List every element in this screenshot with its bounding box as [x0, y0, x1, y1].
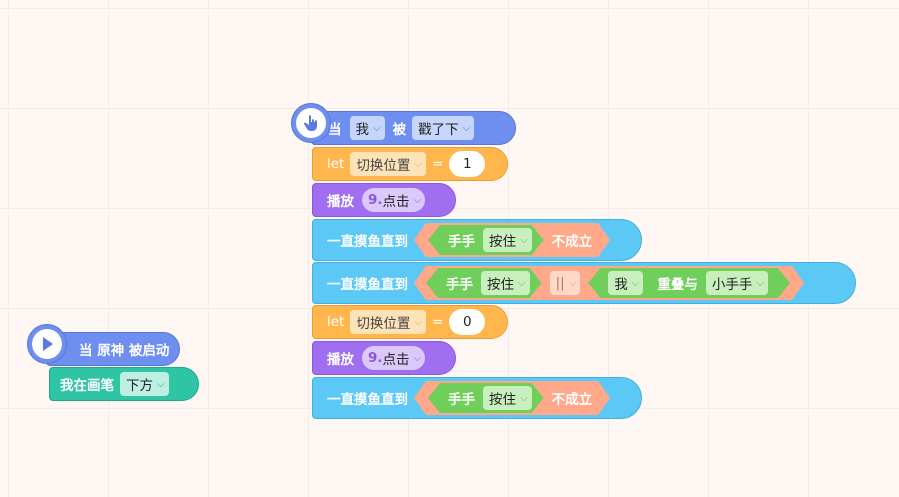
let-equals: =: [431, 314, 444, 330]
sound-name: 点击: [382, 352, 410, 368]
repeat-until-block-2[interactable]: 一直摸鱼直到 手手 按住 ⌵ || ⌵ 我 ⌵ 重叠与 小手手 ⌵: [312, 262, 856, 304]
repeat-until-label: 一直摸鱼直到: [327, 277, 408, 293]
overlap-label: 重叠与: [657, 277, 698, 293]
let-value-input[interactable]: 1: [449, 151, 486, 177]
sound-number: 9.: [368, 192, 383, 208]
chevron-down-icon: ⌵: [373, 122, 381, 134]
when-game-starts-hat[interactable]: 当 原神 被启动: [46, 332, 180, 366]
repeat-until-block-1[interactable]: 一直摸鱼直到 手手 按住 ⌵ 不成立: [312, 219, 642, 261]
chevron-down-icon: ⌵: [157, 378, 165, 390]
chevron-down-icon: ⌵: [413, 352, 422, 364]
sound-number: 9.: [368, 350, 383, 366]
repeat-until-block-3[interactable]: 一直摸鱼直到 手手 按住 ⌵ 不成立: [312, 377, 642, 419]
sensor-label: 手手: [448, 392, 475, 408]
let-equals: =: [431, 156, 444, 172]
sensor-label: 手手: [446, 277, 473, 293]
chevron-down-icon: ⌵: [413, 194, 422, 206]
sensor-condition[interactable]: 手手 按住 ⌵: [428, 383, 544, 413]
repeat-until-label: 一直摸鱼直到: [327, 234, 408, 250]
tap-action-value: 戳了下: [418, 122, 459, 138]
repeat-until-label: 一直摸鱼直到: [327, 392, 408, 408]
play-sound-block-1[interactable]: 播放 9. 点击 ⌵: [312, 183, 456, 217]
let-variable-dropdown[interactable]: 切换位置 ⌵: [350, 310, 426, 334]
let-variable-value: 切换位置: [356, 316, 411, 332]
sensor-state-value: 按住: [489, 392, 516, 408]
let-block-1[interactable]: let 切换位置 ⌵ = 1: [312, 147, 508, 181]
chevron-down-icon: ⌵: [568, 277, 577, 289]
start-hat-icon-wrap[interactable]: [27, 324, 67, 364]
overlap-condition[interactable]: 我 ⌵ 重叠与 小手手 ⌵: [588, 268, 790, 298]
chevron-down-icon: ⌵: [520, 234, 528, 246]
sound-dropdown[interactable]: 9. 点击 ⌵: [362, 346, 426, 370]
pointer-hand-icon: [303, 115, 317, 131]
pen-position-dropdown[interactable]: 下方 ⌵: [120, 372, 169, 396]
sensor-state-value: 按住: [487, 277, 514, 293]
tap-hat-icon-wrap[interactable]: [291, 103, 331, 143]
sensor-label: 手手: [448, 234, 475, 250]
logic-operator-dropdown[interactable]: || ⌵: [550, 271, 581, 295]
sensor-condition[interactable]: 手手 按住 ⌵: [428, 225, 544, 255]
let-keyword: let: [327, 156, 345, 172]
chevron-down-icon: ⌵: [414, 316, 422, 328]
not-operator[interactable]: 手手 按住 ⌵ 不成立: [414, 381, 610, 415]
let-variable-value: 切换位置: [356, 158, 411, 174]
chevron-down-icon: ⌵: [462, 122, 471, 134]
was-label: 被: [392, 122, 407, 138]
chevron-down-icon: ⌵: [518, 277, 526, 289]
logic-operator-value: ||: [555, 275, 565, 291]
when-label: 当: [328, 122, 342, 138]
pen-position-label: 我在画笔: [60, 378, 114, 394]
overlap-subject-value: 我: [614, 277, 628, 293]
overlap-object-dropdown[interactable]: 小手手 ⌵: [706, 271, 768, 295]
sound-dropdown[interactable]: 9. 点击 ⌵: [362, 188, 426, 212]
sensor-state-value: 按住: [489, 234, 516, 250]
chevron-down-icon: ⌵: [520, 392, 528, 404]
play-label: 播放: [327, 194, 354, 210]
tap-target-dropdown[interactable]: 我 ⌵: [349, 116, 385, 140]
not-operator[interactable]: 手手 按住 ⌵ 不成立: [414, 223, 610, 257]
let-keyword: let: [327, 314, 345, 330]
sensor-state-dropdown[interactable]: 按住 ⌵: [483, 386, 532, 410]
when-game-starts-label: 当 原神 被启动: [79, 343, 170, 359]
pen-position-block[interactable]: 我在画笔 下方 ⌵: [49, 367, 199, 401]
not-label: 不成立: [551, 234, 593, 250]
chevron-down-icon: ⌵: [631, 277, 640, 289]
let-block-2[interactable]: let 切换位置 ⌵ = 0: [312, 305, 508, 339]
sensor-state-dropdown[interactable]: 按住 ⌵: [483, 228, 532, 252]
play-icon: [43, 337, 53, 351]
sensor-condition[interactable]: 手手 按住 ⌵: [426, 268, 542, 298]
play-label: 播放: [327, 352, 354, 368]
chevron-down-icon: ⌵: [414, 158, 422, 170]
not-label: 不成立: [551, 392, 593, 408]
play-sound-block-2[interactable]: 播放 9. 点击 ⌵: [312, 341, 456, 375]
overlap-subject-dropdown[interactable]: 我 ⌵: [608, 271, 643, 295]
let-value-input[interactable]: 0: [449, 309, 486, 335]
tap-target-value: 我: [355, 122, 370, 138]
let-variable-dropdown[interactable]: 切换位置 ⌵: [350, 152, 426, 176]
when-tapped-hat[interactable]: 当 我 ⌵ 被 戳了下 ⌵: [311, 111, 516, 145]
tap-action-dropdown[interactable]: 戳了下 ⌵: [412, 116, 475, 140]
pen-position-value: 下方: [126, 378, 153, 394]
or-operator[interactable]: 手手 按住 ⌵ || ⌵ 我 ⌵ 重叠与 小手手 ⌵: [414, 266, 804, 300]
chevron-down-icon: ⌵: [756, 277, 764, 289]
sound-name: 点击: [382, 194, 410, 210]
overlap-object-value: 小手手: [711, 277, 753, 293]
sensor-state-dropdown[interactable]: 按住 ⌵: [481, 271, 530, 295]
